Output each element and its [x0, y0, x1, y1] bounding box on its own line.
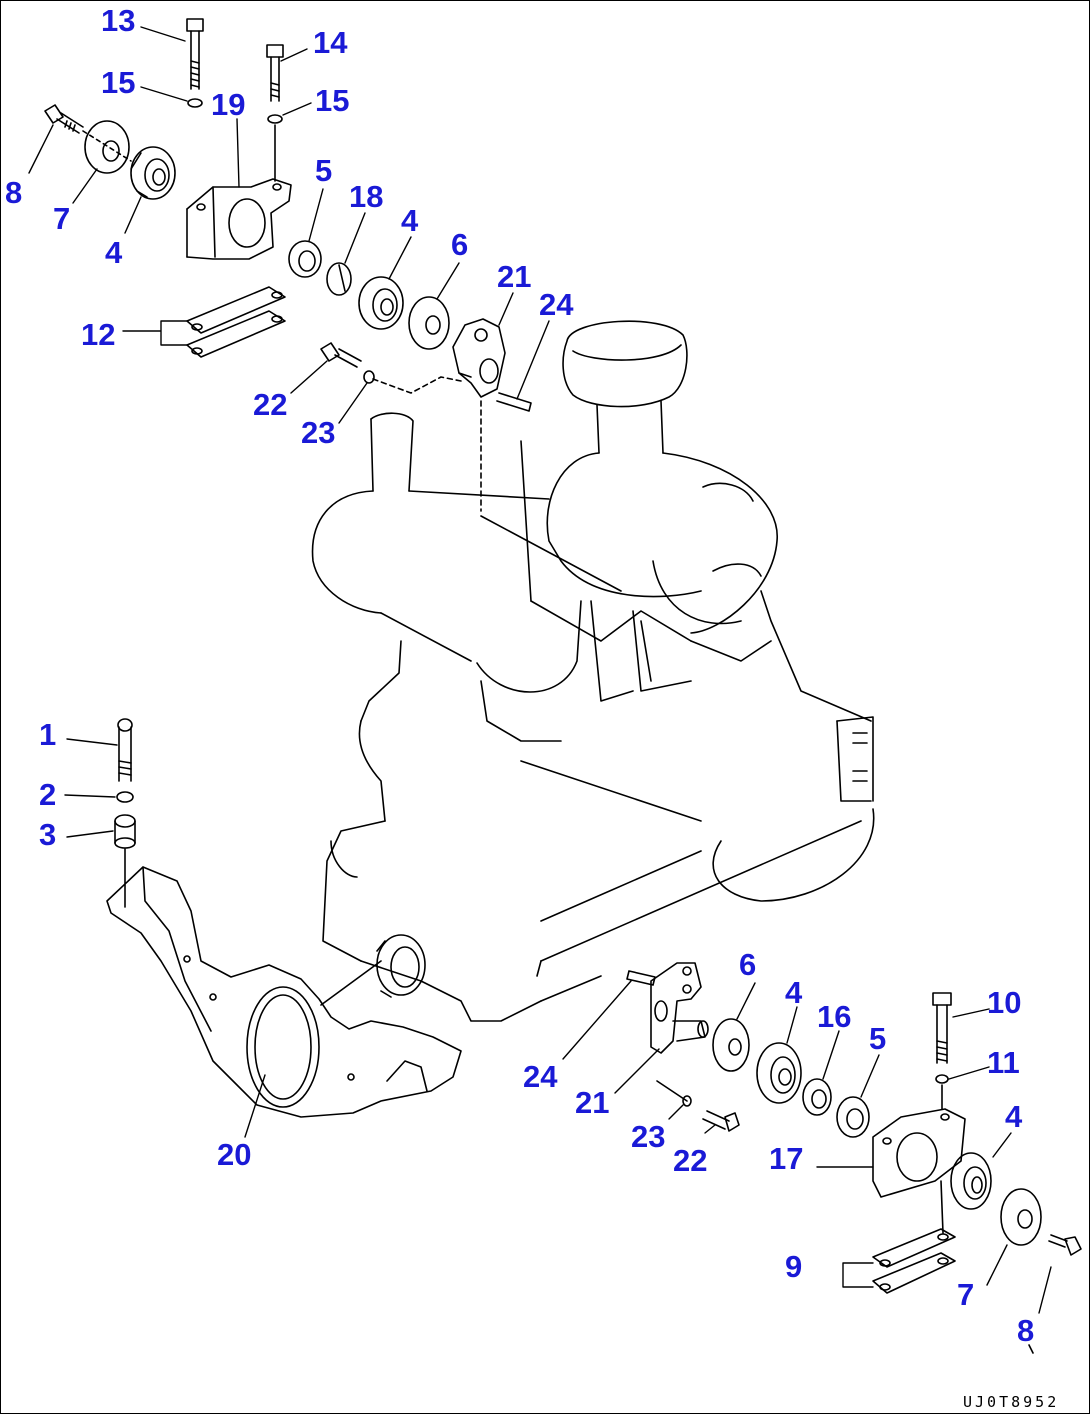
rear-right-mount-assembly	[626, 962, 1082, 1354]
callout-15: 15	[315, 83, 349, 118]
callout-1: 1	[39, 717, 56, 752]
callout-23: 23	[301, 415, 335, 450]
front-mount-shaft-parts	[288, 240, 532, 512]
callout-5: 5	[315, 153, 332, 188]
callout-15: 15	[101, 65, 135, 100]
callout-17: 17	[769, 1141, 803, 1176]
callout-4: 4	[105, 235, 123, 270]
callout-19: 19	[211, 87, 245, 122]
callout-23: 23	[631, 1119, 665, 1154]
callout-6: 6	[451, 227, 468, 262]
callout-18: 18	[349, 179, 383, 214]
callout-21: 21	[575, 1085, 609, 1120]
engine-outline	[311, 320, 875, 1022]
callout-22: 22	[673, 1143, 707, 1178]
callout-5: 5	[869, 1021, 886, 1056]
callout-3: 3	[39, 817, 56, 852]
callout-8: 8	[1017, 1313, 1034, 1348]
callout-22: 22	[253, 387, 287, 422]
callout-7: 7	[53, 201, 70, 236]
callout-10: 10	[987, 985, 1021, 1020]
callout-14: 14	[313, 25, 348, 60]
callout-9: 9	[785, 1249, 802, 1284]
callout-8: 8	[5, 175, 22, 210]
callout-13: 13	[101, 3, 135, 38]
drawing-code: UJ0T8952	[963, 1393, 1059, 1411]
leader-lines	[28, 26, 1052, 1314]
callout-11: 11	[987, 1045, 1020, 1080]
callout-24: 24	[523, 1059, 558, 1094]
callout-6: 6	[739, 947, 756, 982]
front-mount-assembly	[44, 18, 292, 358]
callout-7: 7	[957, 1277, 974, 1312]
callout-21: 21	[497, 259, 531, 294]
rear-left-mount-assembly	[106, 718, 462, 1118]
callout-4: 4	[785, 975, 803, 1010]
callout-12: 12	[81, 317, 115, 352]
callout-20: 20	[217, 1137, 251, 1172]
callout-labels: 13 14 15 19 15 8 7 4 5 18 4 6 21 24 12 2…	[5, 3, 1034, 1348]
callout-4: 4	[1005, 1099, 1023, 1134]
callout-4: 4	[401, 203, 419, 238]
callout-16: 16	[817, 999, 851, 1034]
callout-24: 24	[539, 287, 574, 322]
callout-2: 2	[39, 777, 56, 812]
